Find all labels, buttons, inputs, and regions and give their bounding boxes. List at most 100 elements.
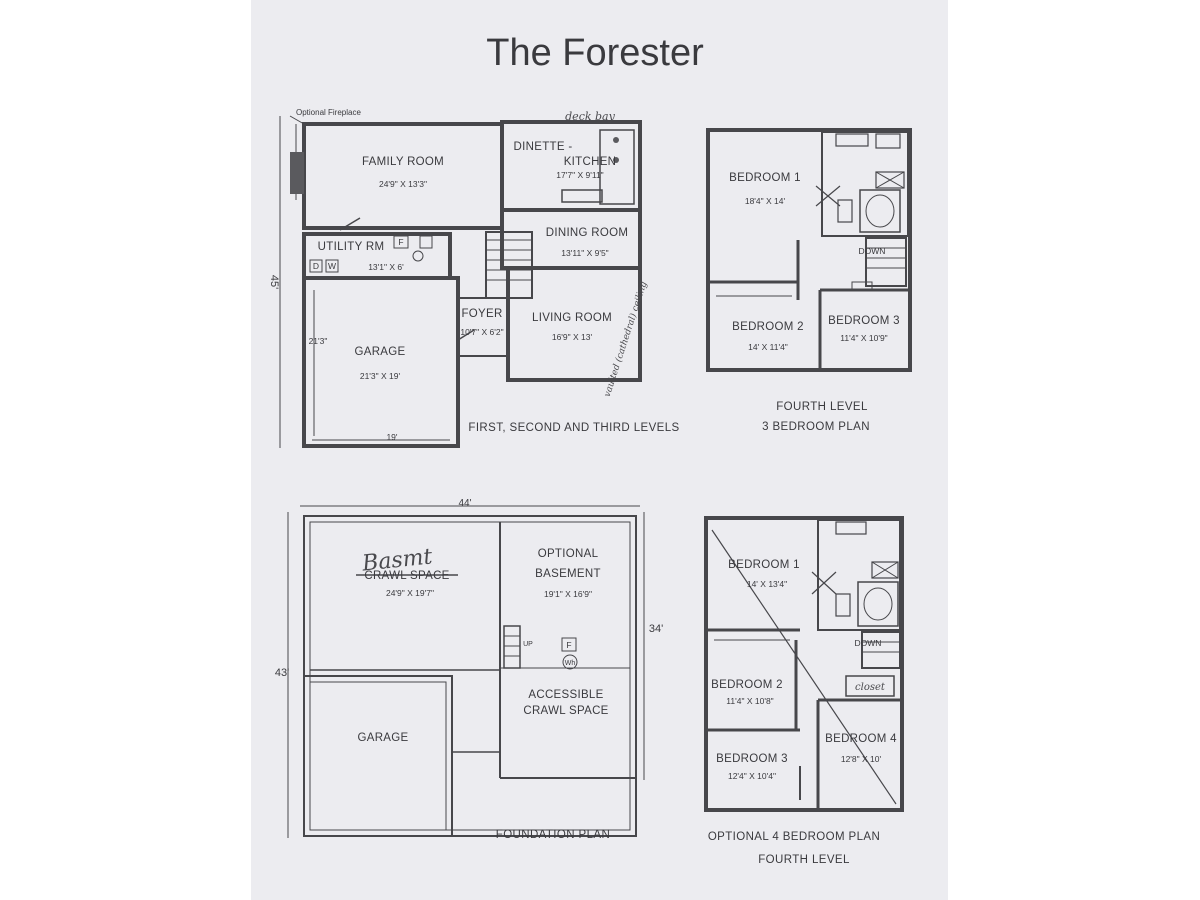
closet-box [845, 675, 895, 697]
bedroom1-dim: 18'4" X 14' [745, 196, 786, 206]
dinette-label: DINETTE - [514, 141, 573, 153]
garage-slab-inner [309, 681, 447, 831]
foundation-caption: FOUNDATION PLAN [496, 829, 610, 841]
shower-icon [871, 561, 899, 579]
tub-basin [865, 194, 895, 228]
accessible-label: ACCESSIBLE [528, 689, 603, 701]
toilet-icon [835, 133, 869, 147]
basement-depth-dim: 34' [649, 623, 663, 635]
utility-room-label: UTILITY RM [318, 241, 385, 253]
bedroom1-label: BEDROOM 1 [728, 559, 800, 571]
bedroom4-dim: 12'8" X 10' [841, 754, 882, 764]
toilet-icon [835, 521, 867, 535]
wall-outline [704, 516, 904, 812]
foundation-plan: F Wh UP 44' 43' 34' Basmt CRAWL SPACE 24… [275, 498, 663, 841]
wall-family-room [302, 122, 504, 230]
foyer-label: FOYER [461, 308, 502, 320]
bedroom2-dim: 14' X 11'4" [748, 342, 788, 352]
closet-note: closet [855, 682, 886, 693]
wall-dining [500, 208, 642, 270]
fireplace-leader [289, 115, 305, 125]
toilet-icon [419, 235, 433, 249]
overall-depth-dim: 45' [268, 275, 280, 289]
bedroom2-dim: 11'4" X 10'8" [726, 696, 773, 706]
utility-room-dim: 13'1" X 6' [368, 262, 404, 272]
bedroom1-dim: 14' X 13'4" [747, 579, 787, 589]
basement-stair [503, 625, 521, 669]
fourth-plan-caption-2: 3 BEDROOM PLAN [762, 421, 870, 433]
depth-dim: 43' [275, 667, 289, 679]
bedroom1-label: BEDROOM 1 [729, 172, 801, 184]
living-room-dim: 16'9" X 13' [552, 332, 593, 342]
foyer-dim: 10'7" X 6'2" [460, 327, 503, 337]
bedroom4-label: BEDROOM 4 [825, 733, 897, 745]
optional-plan-caption-2: FOURTH LEVEL [758, 854, 850, 866]
garage-label: GARAGE [354, 346, 405, 358]
stair-icon [865, 237, 907, 287]
furnace-label: F [566, 640, 571, 650]
door-swing-foyer [457, 329, 475, 341]
family-room-dim: 24'9" X 13'3" [379, 179, 427, 189]
water-heater-icon [562, 654, 578, 670]
linen-closet [851, 281, 873, 291]
optional-plan-caption-1: OPTIONAL 4 BEDROOM PLAN [708, 831, 880, 843]
fireplace-mass [290, 152, 304, 194]
first-plan-caption: FIRST, SECOND AND THIRD LEVELS [468, 422, 679, 434]
width-dim: 44' [458, 498, 471, 509]
stair-icon [861, 631, 901, 669]
door-swing [815, 185, 841, 207]
shower-icon [875, 171, 905, 189]
range-icon [613, 157, 619, 163]
bedroom3-label: BEDROOM 3 [716, 753, 788, 765]
page-title: The Forester [486, 32, 704, 74]
water-heater-label: Wh [565, 660, 576, 667]
down-label: DOWN [855, 638, 882, 648]
sink-icon [613, 137, 619, 143]
bathtub-icon [857, 581, 899, 627]
deck-note: deck bay [565, 110, 615, 123]
garage-depth-dim: 21'3" [309, 336, 328, 346]
crawl-space-dim: 24'9" X 19'7" [386, 588, 434, 598]
furnace-symbol [393, 235, 409, 249]
toilet-icon [835, 593, 851, 617]
bathtub-icon [859, 189, 901, 233]
furnace-symbol [561, 637, 577, 652]
living-room-label: LIVING ROOM [532, 312, 612, 324]
down-label: DOWN [859, 246, 886, 256]
dining-room-label: DINING ROOM [546, 227, 629, 239]
water-heater-icon [412, 250, 424, 262]
dining-room-dim: 13'11" X 9'5" [561, 248, 608, 258]
toilet-icon [837, 199, 853, 223]
shower-cross [871, 561, 899, 579]
foundation-garage-label: GARAGE [357, 732, 408, 744]
kitchen-counter [599, 129, 635, 205]
garage-slab [303, 675, 453, 837]
optional-4-bedroom-plan: BEDROOM 1 14' X 13'4" BEDROOM 2 11'4" X … [704, 516, 904, 866]
cross-out-line [711, 529, 897, 805]
wall-outline [706, 128, 912, 372]
fireplace-note: Optional Fireplace [296, 108, 361, 117]
bath-block [821, 131, 909, 237]
dryer-symbol [309, 259, 323, 273]
optional-label: OPTIONAL [538, 548, 599, 560]
bedroom3-label: BEDROOM 3 [828, 315, 900, 327]
basement-label: BASEMENT [535, 568, 601, 580]
fourth-plan-caption-1: FOURTH LEVEL [776, 401, 868, 413]
bath-block [817, 519, 901, 631]
crawl-space-label: CRAWL SPACE [364, 570, 449, 582]
garage-width-dim: 19' [386, 432, 397, 442]
bedroom2-label: BEDROOM 2 [732, 321, 804, 333]
accessible-crawl-label: CRAWL SPACE [523, 705, 608, 717]
shower-cross [875, 171, 905, 189]
kitchen-label: KITCHEN [564, 156, 617, 168]
kitchen-dim: 17'7" X 9'11" [556, 170, 603, 180]
family-room-label: FAMILY ROOM [362, 156, 444, 168]
vanity-icon [875, 133, 901, 149]
bedroom3-dim: 12'4" X 10'4" [728, 771, 776, 781]
door-swing [339, 217, 361, 231]
first-levels-plan: F D W Optional Fireplace deck bay vaulte… [268, 108, 679, 448]
bedroom2-label: BEDROOM 2 [711, 679, 783, 691]
dryer-label: D [313, 261, 319, 271]
wall-garage [302, 276, 460, 448]
